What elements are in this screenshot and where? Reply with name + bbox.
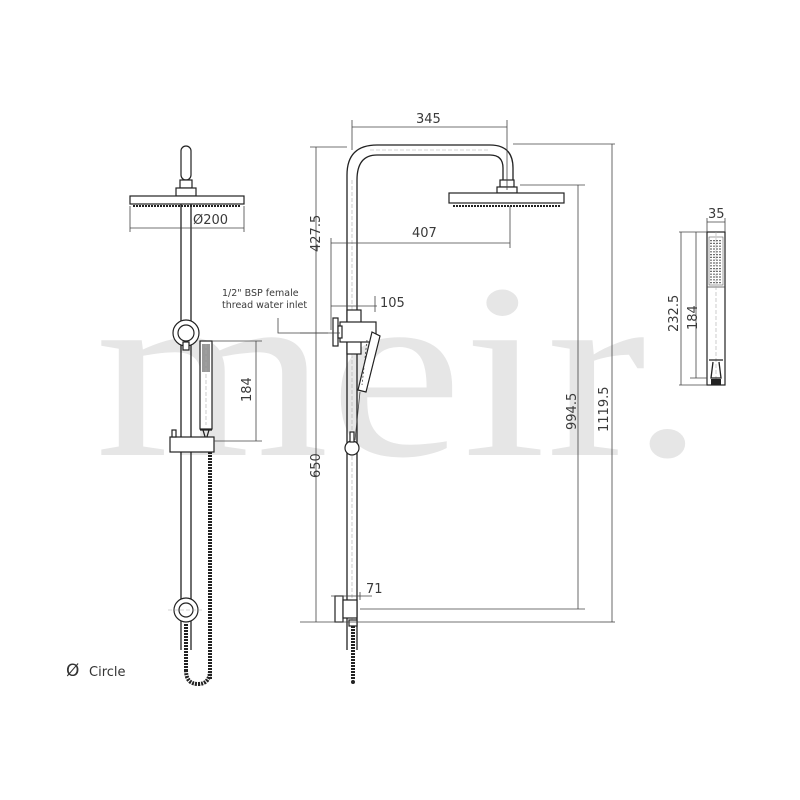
legend-label: Circle [89,665,126,680]
note-inlet-line2: thread water inlet [222,300,307,311]
dim-handshower-width: 35 [708,207,725,222]
handshower-detail: 35 232.5 184 [667,207,726,386]
dim-handshower-overall: 232.5 [667,295,682,332]
note-inlet-line1: 1/2" BSP female [222,288,299,299]
dim-arm-reach: 345 [416,112,441,127]
dim-handshower-head: 184 [686,305,701,330]
front-view: Ø200 184 [129,145,262,687]
side-view: 345 407 427.5 650 105 1/2" BSP female th… [222,112,615,684]
dim-bracket-depth: 71 [366,582,383,597]
dim-head-projection: 407 [412,226,437,241]
legend: Ø Circle [66,661,126,681]
dim-overall-height: 1119.5 [597,387,612,433]
dim-diverter-depth: 105 [380,296,405,311]
dim-head-diameter: Ø200 [193,213,228,228]
dim-handshower-length: 184 [240,377,255,402]
dim-lower-height: 650 [309,453,324,478]
dim-head-height: 994.5 [565,393,580,430]
watermark-logo: meir. [95,233,705,510]
dim-upper-height: 427.5 [309,215,324,252]
legend-symbol: Ø [66,661,79,681]
